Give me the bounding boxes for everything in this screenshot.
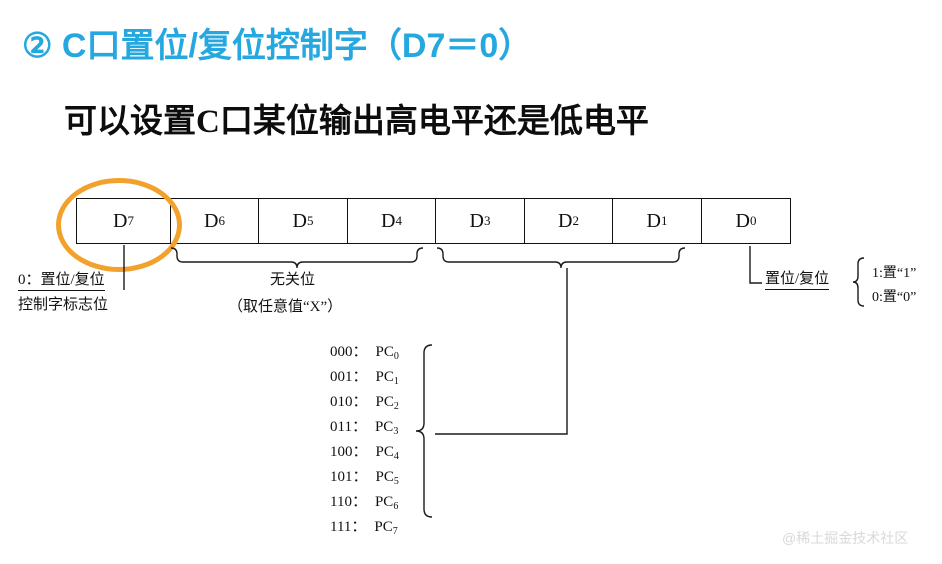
bit-cell-label: D [292, 209, 307, 232]
bit-cell-label: D [381, 209, 396, 232]
bit-cell-label: D [558, 209, 573, 232]
bit-cell-label: D [113, 209, 128, 232]
pc-code: 011： [330, 419, 367, 435]
annotation-dontcare-line2: （取任意值“X”） [228, 299, 343, 315]
bit-cell-label: D [646, 209, 661, 232]
pc-select-row: 101： PC5 [330, 465, 399, 490]
bit-cell-index: 5 [306, 213, 314, 228]
leader-line-d0 [749, 246, 762, 284]
pc-label: PC [375, 469, 394, 485]
pc-code: 100： [330, 444, 368, 460]
pc-index: 3 [393, 426, 399, 437]
bit-cell-label: D [735, 209, 750, 232]
connector-pc-list [435, 268, 568, 435]
pc-code: 111： [330, 519, 367, 535]
pc-index: 5 [393, 476, 399, 487]
brace-dontcare-left [170, 247, 424, 269]
pc-select-row: 100： PC4 [330, 440, 399, 465]
bit-cell-label: D [469, 209, 484, 232]
pc-select-row: 010： PC2 [330, 390, 399, 415]
bit-cell-index: 6 [218, 213, 225, 228]
pc-select-row: 000： PC0 [330, 340, 399, 365]
bit-cell-index: 7 [127, 213, 134, 228]
annotation-dontcare-line1: 无关位 [270, 272, 316, 288]
pc-index: 7 [392, 526, 398, 537]
pc-label: PC [375, 444, 394, 460]
pc-index: 6 [393, 501, 399, 512]
pc-code: 000： [330, 344, 368, 360]
annotation-set-reset-low: 0:置“0” [872, 290, 917, 305]
brace-pc-select [436, 247, 686, 269]
pc-select-list: 000：PC0 001：PC1 010：PC2 011：PC3 100：PC4 … [330, 340, 399, 540]
pc-code: 001： [330, 369, 368, 385]
pc-code: 101： [330, 469, 368, 485]
bit-cell-index: 2 [572, 213, 579, 228]
annotation-d7-line2: 控制字标志位 [18, 297, 109, 313]
pc-select-row: 110： PC6 [330, 490, 399, 515]
page-title: ② C口置位/复位控制字（D7＝0） [22, 27, 533, 65]
pc-code: 110： [330, 494, 367, 510]
pc-code: 010： [330, 394, 368, 410]
annotation-set-reset-high: 1:置“1” [872, 266, 917, 281]
pc-select-row: 001： PC1 [330, 365, 399, 390]
watermark: @稀土掘金技术社区 [782, 530, 909, 546]
bit-cell-index: 1 [660, 213, 668, 228]
brace-pc-rows [415, 344, 433, 518]
annotation-set-reset-label: 置位/复位 [765, 267, 830, 290]
pc-label: PC [375, 369, 394, 385]
annotation-d7-line1: 0：置位/复位 [18, 268, 105, 291]
pc-index: 2 [393, 401, 399, 412]
pc-select-row: 011： PC3 [330, 415, 399, 440]
pc-index: 0 [393, 351, 399, 362]
pc-label: PC [375, 394, 394, 410]
bit-cell-index: 0 [749, 213, 757, 228]
bit-cell-label: D [204, 209, 219, 232]
bit-cell-index: 3 [483, 213, 491, 228]
pc-select-row: 111： PC7 [330, 515, 399, 540]
pc-index: 1 [393, 376, 399, 387]
pc-label: PC [375, 344, 394, 360]
brace-set-reset-options [852, 257, 865, 307]
pc-label: PC [374, 519, 393, 535]
pc-index: 4 [393, 451, 399, 462]
pc-label: PC [374, 494, 394, 510]
pc-label: PC [374, 419, 394, 435]
bit-cell-index: 4 [395, 213, 402, 228]
subtitle-text: 可以设置C口某位输出高电平还是低电平 [64, 104, 649, 140]
